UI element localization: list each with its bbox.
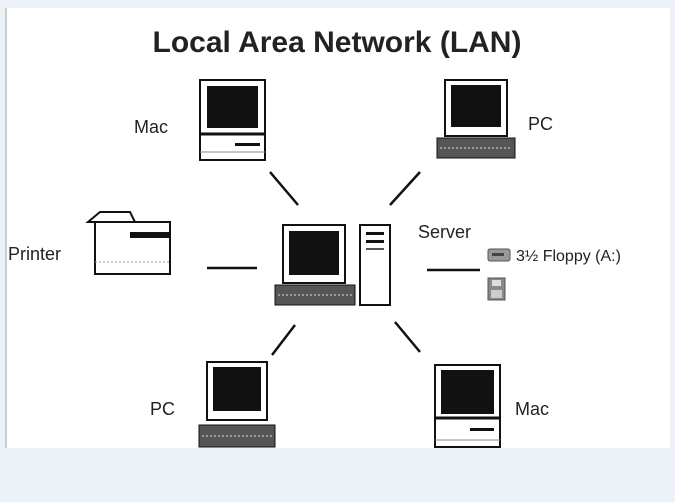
diagram-title: Local Area Network (LAN) — [153, 26, 522, 59]
label-mac-top: Mac — [134, 117, 168, 137]
mac-bottom-icon — [434, 364, 501, 448]
pc-bottom-icon — [198, 361, 276, 448]
pc-top-icon — [436, 79, 516, 159]
link-pc-top — [389, 171, 421, 206]
link-mac-bottom — [394, 321, 421, 353]
printer-icon — [85, 211, 171, 275]
floppy-disk-icon — [487, 277, 506, 301]
label-printer: Printer — [8, 244, 61, 264]
label-mac-bottom: Mac — [515, 399, 549, 419]
center-pc-icon — [274, 224, 356, 306]
connections — [207, 171, 480, 356]
mac-top-icon — [199, 79, 266, 161]
label-pc-top: PC — [528, 114, 553, 134]
server-icon — [359, 224, 391, 306]
floppy-drive-icon[interactable] — [487, 248, 511, 262]
label-floppy[interactable]: 3½ Floppy (A:) — [516, 248, 621, 265]
label-pc-bottom: PC — [150, 399, 175, 419]
link-pc-bottom — [271, 324, 296, 356]
label-server: Server — [418, 222, 471, 242]
link-mac-top — [269, 171, 299, 206]
